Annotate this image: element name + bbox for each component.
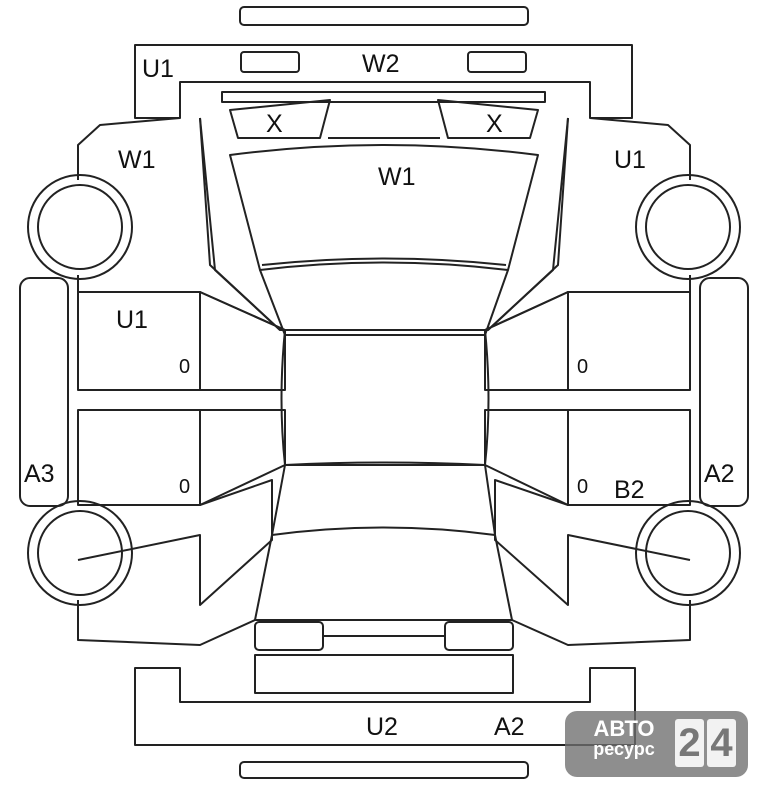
rear-panel bbox=[254, 654, 514, 694]
door-handle-right-rear: 0 bbox=[577, 476, 588, 498]
right-headlight bbox=[467, 51, 527, 73]
watermark-text: АВТО ресурс bbox=[579, 717, 669, 759]
windshield bbox=[229, 144, 539, 271]
label-windshield-w1: W1 bbox=[378, 163, 416, 191]
cowl-line bbox=[261, 257, 507, 266]
left-front-door-window bbox=[199, 291, 286, 391]
rear-window bbox=[271, 461, 496, 536]
watermark-line2: ресурс bbox=[593, 739, 655, 760]
right-rear-door-window bbox=[484, 409, 569, 506]
label-left-sill-a3: A3 bbox=[24, 460, 55, 488]
right-front-door-window bbox=[484, 291, 569, 391]
watermark-logo: АВТО ресурс 2 4 bbox=[565, 711, 748, 777]
watermark-line1: АВТО bbox=[593, 716, 655, 741]
left-door-sill-strip bbox=[78, 389, 285, 411]
door-handle-left-rear: 0 bbox=[179, 476, 190, 498]
hood-outline bbox=[199, 117, 569, 331]
front-left-wheel-inner bbox=[37, 184, 123, 270]
left-tail-light bbox=[254, 621, 324, 651]
rear-left-wheel-inner bbox=[37, 510, 123, 596]
left-headlight bbox=[240, 51, 300, 73]
door-handle-left-front: 0 bbox=[179, 356, 190, 378]
door-handle-right-front: 0 bbox=[577, 356, 588, 378]
label-right-sill-a2: A2 bbox=[704, 460, 735, 488]
label-left-front-door-u1: U1 bbox=[116, 306, 148, 334]
right-rear-quarter bbox=[494, 479, 691, 646]
hood-left-glass bbox=[229, 99, 331, 139]
front-bumper-strip bbox=[239, 6, 529, 26]
front-right-wheel-inner bbox=[645, 184, 731, 270]
watermark-digit-2: 4 bbox=[707, 719, 736, 767]
label-glass-x-right: X bbox=[486, 110, 503, 138]
label-rear-bumper-a2: A2 bbox=[494, 713, 525, 741]
watermark-digit-1: 2 bbox=[675, 719, 704, 767]
right-door-sill-strip bbox=[485, 389, 690, 411]
left-fender bbox=[77, 117, 286, 331]
trunk bbox=[254, 534, 513, 621]
left-sill bbox=[19, 277, 69, 507]
label-rear-bumper-u2: U2 bbox=[366, 713, 398, 741]
hood-right-glass bbox=[437, 99, 539, 139]
label-right-fender-u1: U1 bbox=[614, 146, 646, 174]
hood-inner bbox=[221, 91, 546, 103]
right-tail-light bbox=[444, 621, 514, 651]
label-left-fender-w1: W1 bbox=[118, 146, 156, 174]
left-rear-door-window bbox=[199, 409, 286, 506]
rear-bumper bbox=[134, 667, 636, 746]
front-bumper bbox=[134, 44, 633, 119]
right-sill bbox=[699, 277, 749, 507]
label-top-center-w2: W2 bbox=[362, 50, 400, 78]
watermark-digits: 2 4 bbox=[675, 719, 739, 769]
label-top-left-u1: U1 bbox=[142, 55, 174, 83]
front-right-wheel-outer bbox=[635, 174, 741, 280]
rear-right-wheel-inner bbox=[645, 510, 731, 596]
rear-bumper-strip bbox=[239, 761, 529, 779]
rear-right-wheel-outer bbox=[635, 500, 741, 606]
label-glass-x-left: X bbox=[266, 110, 283, 138]
cowl bbox=[259, 269, 509, 336]
right-fender bbox=[484, 117, 691, 331]
rear-left-wheel-outer bbox=[27, 500, 133, 606]
label-right-rear-door-b2: B2 bbox=[614, 476, 645, 504]
left-rear-quarter bbox=[77, 479, 273, 646]
roof bbox=[280, 329, 490, 466]
front-left-wheel-outer bbox=[27, 174, 133, 280]
